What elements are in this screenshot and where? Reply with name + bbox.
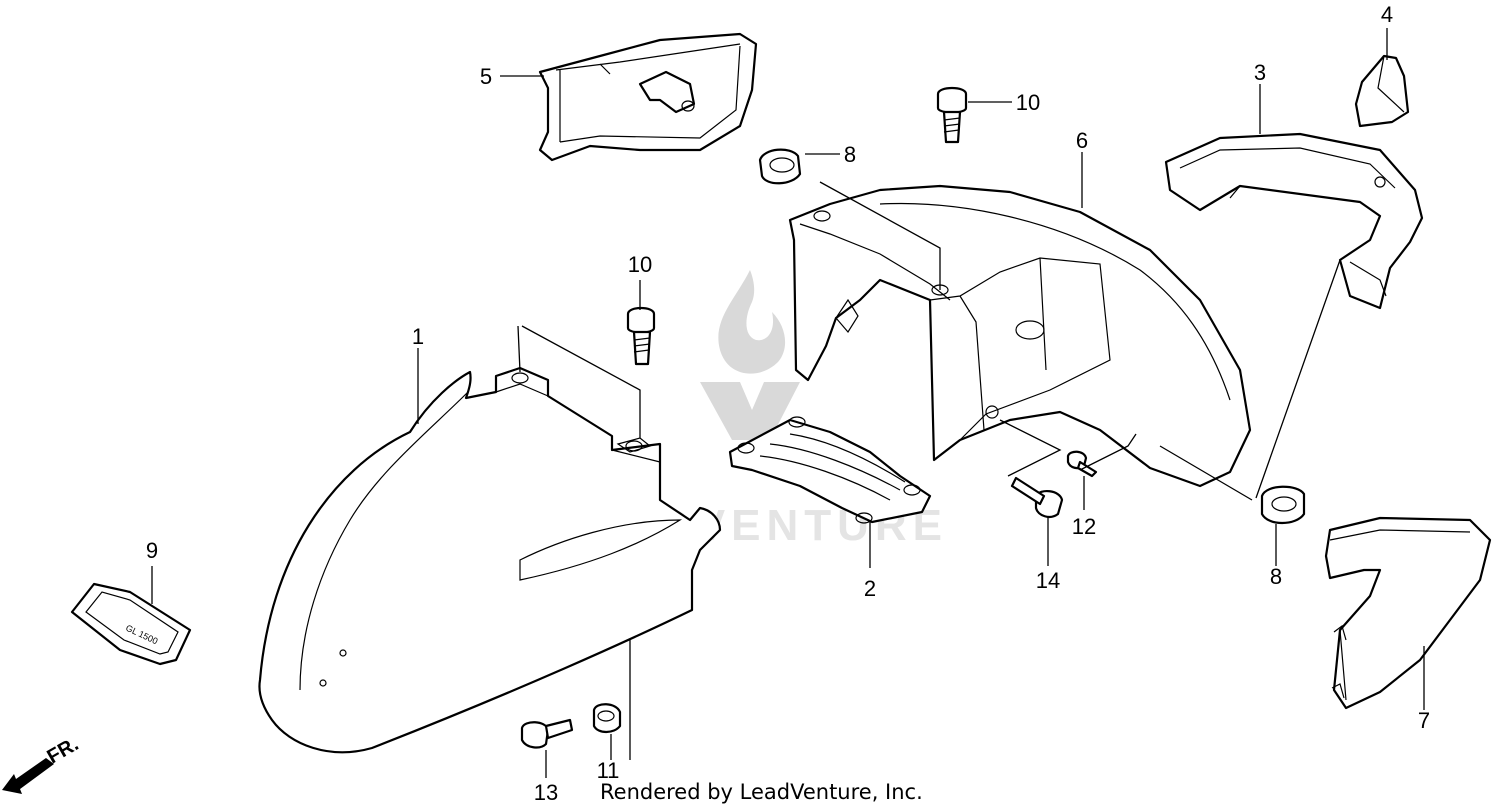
callout-3: 3	[1254, 60, 1266, 85]
callout-10-bottom: 10	[628, 252, 652, 277]
callout-10-top: 10	[1016, 90, 1040, 115]
callout-12: 12	[1072, 514, 1096, 539]
bolt-14-part	[1010, 476, 1064, 518]
panel-5-part	[538, 32, 758, 162]
screw-12-part	[1066, 450, 1098, 478]
fender-bracket-part	[728, 416, 932, 524]
front-arrow-icon	[6, 758, 54, 792]
callout-11: 11	[597, 758, 620, 783]
bolt-10-bottom-part	[626, 306, 656, 366]
side-cover-7-part	[1324, 516, 1492, 710]
gl1500-badge-part: GL 1500	[70, 582, 192, 666]
bolt-10-top-part	[936, 86, 968, 144]
leader-lines	[151, 28, 1425, 778]
bolt-13-part	[520, 718, 574, 749]
trim-piece-3-part	[1164, 132, 1424, 310]
render-credit: Rendered by LeadVenture, Inc.	[600, 780, 923, 804]
callout-1: 1	[412, 324, 424, 349]
callouts: 1 2 3 4 5 6 7 8 8 9 10 10 11 12 13 14	[146, 2, 1430, 805]
watermark-flame-icon	[718, 270, 786, 374]
grommet-8-bottom-part	[1260, 485, 1306, 525]
front-fender-part	[258, 366, 722, 754]
grommet-8-top-part	[758, 148, 802, 185]
callout-4: 4	[1381, 2, 1393, 27]
callout-14: 14	[1036, 568, 1060, 593]
callout-13: 13	[534, 780, 558, 805]
watermark-v-icon	[700, 382, 800, 440]
front-direction-indicator: FR.	[2, 733, 82, 794]
callout-5: 5	[480, 64, 492, 89]
nut-11-part	[592, 703, 622, 734]
callout-8-bottom: 8	[1270, 564, 1282, 589]
callout-7: 7	[1418, 708, 1430, 733]
callout-2: 2	[864, 576, 876, 601]
callout-8-top: 8	[844, 142, 856, 167]
callout-9: 9	[146, 538, 158, 563]
cap-4-part	[1354, 54, 1410, 128]
inner-fender-part	[788, 184, 1252, 488]
callout-6: 6	[1076, 128, 1088, 153]
